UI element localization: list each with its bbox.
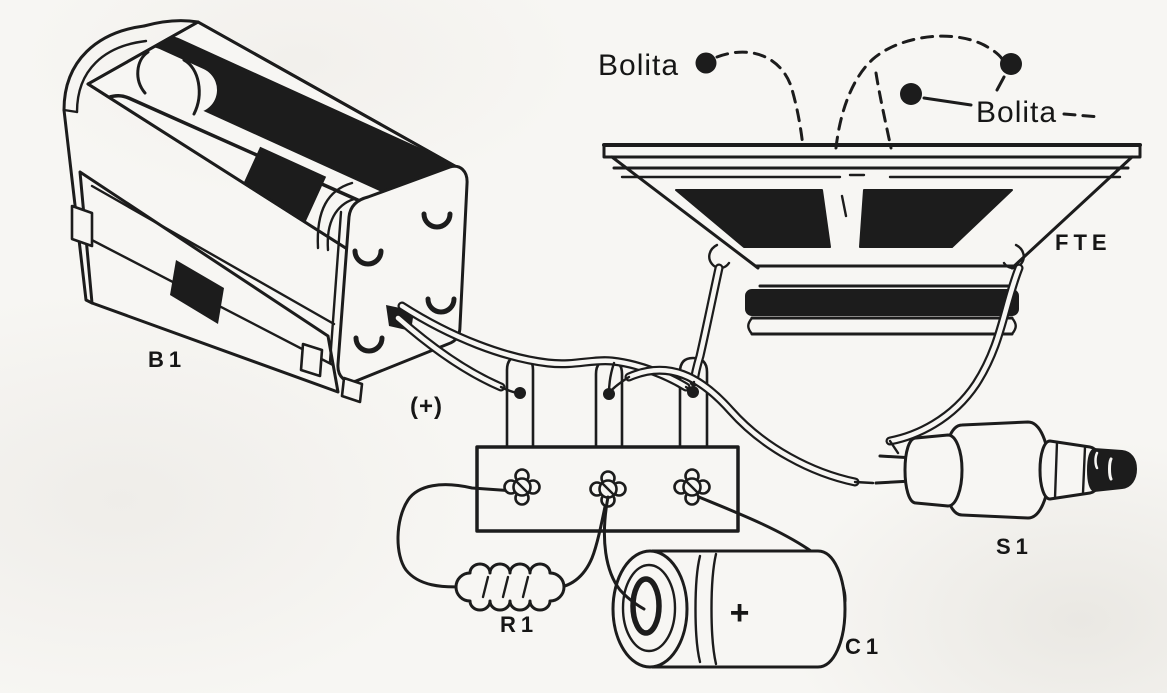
resistor-leads — [396, 483, 609, 590]
speaker-terminal-left — [708, 243, 731, 270]
screw-1 — [503, 468, 541, 506]
label-bolita-left: Bolita — [598, 49, 679, 82]
switch-button — [1087, 448, 1137, 492]
battery-pack — [62, 19, 469, 404]
capacitor-polarity-mark: + — [730, 594, 751, 632]
ball-left — [695, 52, 717, 74]
label-bolita-right: Bolita — [976, 96, 1057, 129]
label-resistor: R1 — [500, 612, 538, 637]
ball-middle — [900, 83, 922, 105]
resistor — [454, 562, 566, 612]
ball-right — [1000, 53, 1022, 75]
label-battery-polarity: (+) — [410, 393, 443, 420]
speaker — [602, 143, 1142, 336]
label-capacitor: C1 — [845, 634, 883, 659]
label-battery: B1 — [148, 347, 186, 372]
label-speaker: FTE — [1055, 230, 1112, 255]
label-switch: S1 — [996, 534, 1033, 559]
wiring — [393, 263, 1024, 487]
speaker-cone-right-vent — [859, 189, 1013, 248]
battery-plate-holes — [352, 211, 457, 354]
speaker-magnet-band — [745, 289, 1019, 316]
terminal-screws — [503, 468, 711, 508]
switch-collar — [903, 433, 964, 508]
speaker-cone-left-vent — [675, 189, 831, 248]
capacitor-negative-lead — [602, 495, 646, 611]
capacitor: + — [611, 549, 847, 669]
screw-2 — [589, 470, 627, 508]
bouncing-balls — [695, 34, 1102, 150]
switch — [874, 420, 1137, 520]
screw-3 — [673, 468, 711, 506]
